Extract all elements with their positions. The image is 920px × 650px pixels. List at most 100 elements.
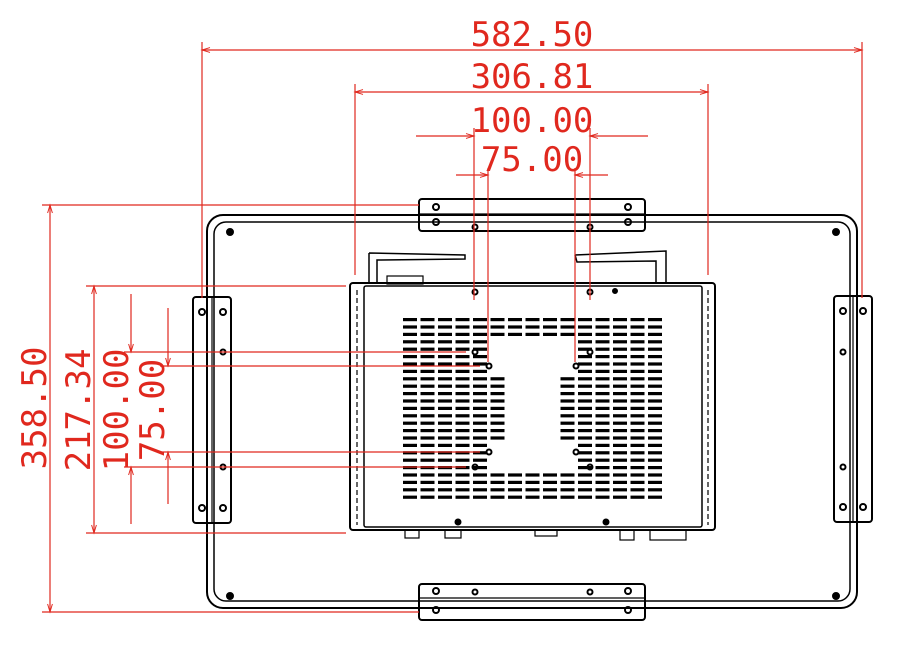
- vent-slot: [455, 436, 470, 440]
- vent-slot: [595, 451, 610, 455]
- vent-slot: [613, 421, 627, 425]
- vent-slot: [438, 421, 452, 425]
- vent-slot: [613, 399, 627, 403]
- vent-slot: [438, 325, 452, 329]
- vent-slot: [438, 480, 452, 484]
- vent-slot: [595, 488, 610, 492]
- vent-slot: [473, 466, 487, 470]
- vent-slot: [648, 473, 662, 477]
- vent-slot: [630, 451, 645, 455]
- vent-slot: [473, 421, 487, 425]
- vent-slot: [420, 392, 435, 396]
- vent-slot: [473, 495, 487, 499]
- vent-slot: [630, 414, 645, 418]
- vent-slot: [578, 436, 592, 440]
- vent-slot: [613, 451, 627, 455]
- vent-slot: [613, 406, 627, 410]
- vent-slot: [490, 332, 505, 336]
- vent-slot: [473, 443, 487, 447]
- vent-slot: [560, 473, 575, 477]
- vent-slot: [578, 369, 592, 373]
- vent-slot: [630, 495, 645, 499]
- vent-slot: [648, 480, 662, 484]
- vent-slot: [438, 473, 452, 477]
- vent-slot: [595, 347, 610, 351]
- vent-slot: [455, 495, 470, 499]
- vent-slot: [438, 369, 452, 373]
- vent-slot: [473, 429, 487, 433]
- vent-slot: [403, 458, 417, 462]
- vent-slot: [403, 355, 417, 359]
- vent-slot: [595, 466, 610, 470]
- vent-slot: [648, 369, 662, 373]
- vent-slot: [648, 377, 662, 381]
- vent-slot: [473, 458, 487, 462]
- vent-slot: [508, 488, 522, 492]
- vent-slot: [613, 495, 627, 499]
- vent-slot: [438, 340, 452, 344]
- vent-slot: [630, 362, 645, 366]
- vent-slot: [543, 488, 557, 492]
- dim-vesa-outer-height-label: 100.00: [97, 349, 137, 472]
- vent-slot: [543, 473, 557, 477]
- vent-slot: [508, 495, 522, 499]
- vent-slot: [648, 421, 662, 425]
- dim-vesa-outer-width-label: 100.00: [471, 101, 594, 141]
- vent-slot: [420, 451, 435, 455]
- vent-slot: [455, 392, 470, 396]
- vent-slot: [613, 458, 627, 462]
- vent-slot: [630, 384, 645, 388]
- vent-slot: [455, 443, 470, 447]
- vent-slot: [403, 406, 417, 410]
- vent-slot: [473, 362, 487, 366]
- vent-slot: [578, 406, 592, 410]
- vent-slot: [578, 318, 592, 322]
- vent-slot: [490, 377, 505, 381]
- vent-slot: [525, 480, 540, 484]
- vent-slot: [455, 421, 470, 425]
- vent-slot: [473, 436, 487, 440]
- vent-slot: [613, 332, 627, 336]
- vent-slot: [578, 421, 592, 425]
- vent-slot: [560, 399, 575, 403]
- bezel-outer: [206, 214, 858, 609]
- vent-slot: [455, 369, 470, 373]
- vent-slot: [578, 473, 592, 477]
- vent-slot: [595, 332, 610, 336]
- vent-slot: [630, 355, 645, 359]
- vent-slot: [560, 495, 575, 499]
- vent-slot: [473, 480, 487, 484]
- vent-slot: [438, 436, 452, 440]
- vent-slot: [455, 451, 470, 455]
- vent-slot: [455, 347, 470, 351]
- vent-slot: [455, 362, 470, 366]
- vent-slot: [490, 473, 505, 477]
- vent-slot: [648, 384, 662, 388]
- vent-slot: [473, 384, 487, 388]
- vent-slot: [560, 377, 575, 381]
- vent-slot: [630, 318, 645, 322]
- vent-slot: [613, 369, 627, 373]
- vent-slot: [403, 392, 417, 396]
- vent-slot: [473, 325, 487, 329]
- vent-slot: [648, 443, 662, 447]
- vent-slot: [613, 488, 627, 492]
- vent-slot: [613, 355, 627, 359]
- right-bracket: [833, 295, 873, 523]
- vent-slot: [525, 318, 540, 322]
- vent-slot: [595, 355, 610, 359]
- vent-slot: [490, 406, 505, 410]
- vent-slot: [543, 495, 557, 499]
- vent-slot: [560, 332, 575, 336]
- vent-slot: [420, 318, 435, 322]
- vent-slot: [455, 429, 470, 433]
- vent-slot: [473, 392, 487, 396]
- vent-slot: [648, 399, 662, 403]
- vent-slot: [420, 384, 435, 388]
- vent-slot: [630, 377, 645, 381]
- vent-slot: [613, 347, 627, 351]
- vent-slot: [560, 480, 575, 484]
- vent-slot: [455, 414, 470, 418]
- vent-slot: [543, 325, 557, 329]
